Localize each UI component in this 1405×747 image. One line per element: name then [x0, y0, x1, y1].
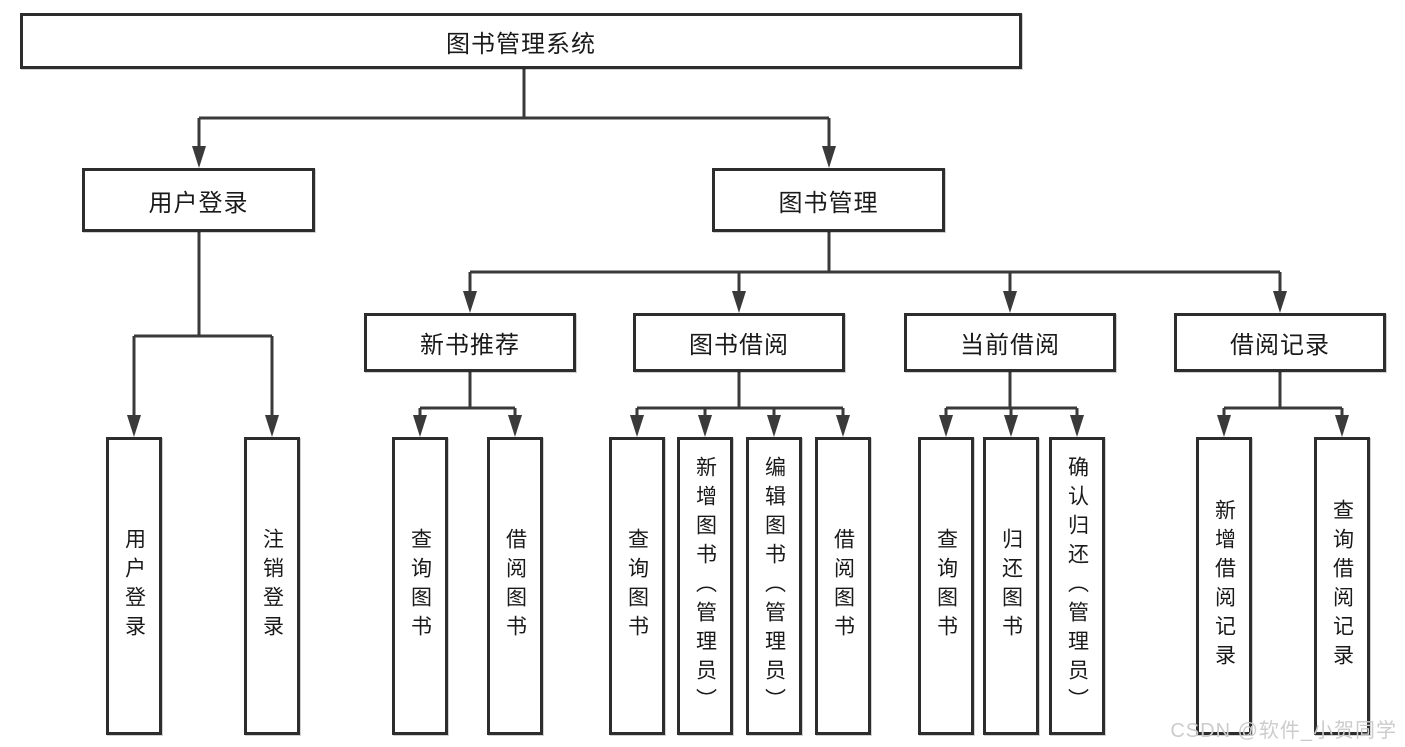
node-label: 图书管理	[778, 189, 879, 217]
leaf-user-login: 用户登录	[106, 437, 162, 735]
leaf-borrow-edit-admin: 编辑图书（管理员）	[746, 437, 802, 735]
node-book-borrow: 图书借阅	[633, 313, 845, 372]
arrowhead-icons	[127, 146, 1349, 437]
node-label: 注销登录	[260, 528, 284, 644]
node-current-borrow: 当前借阅	[904, 313, 1116, 372]
node-label: 编辑图书（管理员）	[762, 455, 786, 717]
node-label: 查询图书	[625, 528, 649, 644]
leaf-borrow-borrow: 借阅图书	[815, 437, 871, 735]
node-label: 借阅图书	[503, 528, 527, 644]
node-new-book-recommend: 新书推荐	[364, 313, 576, 372]
node-user-login: 用户登录	[82, 168, 315, 232]
node-label: 查询图书	[408, 528, 432, 644]
leaf-logout: 注销登录	[244, 437, 300, 735]
node-label: 确认归还（管理员）	[1065, 455, 1089, 717]
node-label: 新增借阅记录	[1212, 499, 1236, 673]
node-label: 归还图书	[999, 528, 1023, 644]
node-label: 图书管理系统	[446, 30, 596, 58]
node-label: 查询借阅记录	[1330, 499, 1354, 673]
leaf-current-confirm-admin: 确认归还（管理员）	[1049, 437, 1105, 735]
node-label: 新增图书（管理员）	[693, 455, 717, 717]
node-label: 查询图书	[934, 528, 958, 644]
node-label: 用户登录	[122, 528, 146, 644]
leaf-newbook-borrow: 借阅图书	[487, 437, 543, 735]
node-label: 当前借阅	[960, 332, 1060, 359]
leaf-current-return: 归还图书	[983, 437, 1039, 735]
node-label: 用户登录	[148, 189, 249, 217]
node-book-management: 图书管理	[712, 168, 945, 232]
node-label: 图书借阅	[689, 332, 789, 359]
leaf-record-query: 查询借阅记录	[1314, 437, 1370, 735]
leaf-newbook-query: 查询图书	[392, 437, 448, 735]
node-label: 新书推荐	[420, 332, 520, 359]
leaf-borrow-query: 查询图书	[609, 437, 665, 735]
csdn-watermark: CSDN @软件_小贺同学	[1170, 720, 1397, 742]
leaf-borrow-add-admin: 新增图书（管理员）	[677, 437, 733, 735]
node-label: 借阅图书	[831, 528, 855, 644]
node-borrow-record: 借阅记录	[1174, 313, 1386, 372]
node-system-root: 图书管理系统	[20, 13, 1022, 69]
node-label: 借阅记录	[1230, 332, 1330, 359]
leaf-current-query: 查询图书	[918, 437, 974, 735]
leaf-record-add: 新增借阅记录	[1196, 437, 1252, 735]
